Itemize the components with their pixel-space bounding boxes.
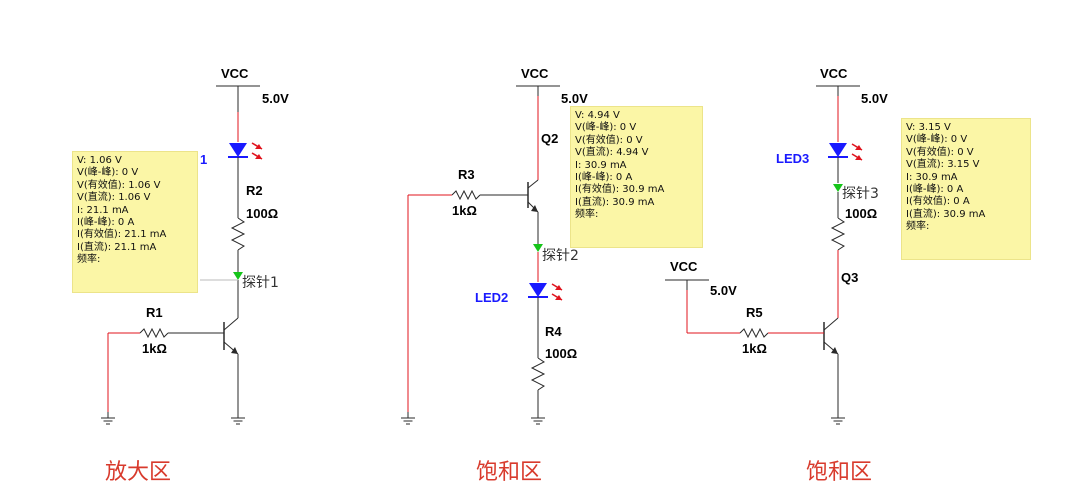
caption-3: 饱和区 (806, 460, 873, 485)
ground-icon (530, 411, 546, 425)
probe-3-line: V(峰-峰): 0 V (906, 134, 968, 146)
probe-1-line: I: 21.1 mA (77, 204, 129, 216)
probe-1-line: V(峰-峰): 0 V (77, 167, 139, 179)
probe-2-line: V(有效值): 0 V (575, 134, 643, 146)
ground-icon (400, 411, 416, 425)
led-1-label: 1 (200, 152, 208, 167)
probe-3-line: I: 30.9 mA (906, 171, 958, 183)
probe-2-marker (533, 244, 543, 252)
probe-3-line: 频率: (906, 221, 930, 233)
q3-label: Q3 (841, 270, 859, 285)
transistor-q1 (223, 317, 239, 355)
vcc-label-1: VCC (221, 66, 249, 81)
led-3-light-icon (851, 143, 863, 161)
led-2-label: LED2 (475, 290, 509, 305)
probe-3-line: I(直流): 30.9 mA (906, 208, 986, 220)
resistor-r3 (451, 189, 481, 201)
r2-name-1: R2 (246, 183, 263, 198)
probe-2-line: I: 30.9 mA (575, 159, 627, 171)
transistor-q3 (823, 317, 839, 355)
led-3-symbol (828, 143, 863, 161)
probe-3-readout: V: 3.15 V V(峰-峰): 0 V V(有效值): 0 V V(直流):… (901, 118, 1031, 260)
probe-3-line: I(峰-峰): 0 A (906, 184, 964, 196)
resistor-r5 (739, 327, 769, 339)
probe-1-line: V(直流): 1.06 V (77, 192, 151, 204)
probe-2-line: V(峰-峰): 0 V (575, 122, 637, 134)
probe-1-line: V(有效值): 1.06 V (77, 179, 161, 191)
q2-label: Q2 (541, 131, 559, 146)
r4-value: 100Ω (545, 346, 578, 361)
probe-2-line: I(直流): 30.9 mA (575, 196, 655, 208)
probe-1-line: I(直流): 21.1 mA (77, 241, 157, 253)
vcc-label-2: VCC (521, 66, 549, 81)
r2-value-1: 100Ω (246, 206, 279, 221)
vcc-value-3: 5.0V (861, 91, 888, 106)
base-vcc-value: 5.0V (710, 283, 737, 298)
resistor-r4 (530, 357, 546, 391)
caption-2: 饱和区 (476, 460, 543, 485)
probe-2-readout: V: 4.94 V V(峰-峰): 0 V V(有效值): 0 V V(直流):… (570, 106, 703, 248)
caption-1: 放大区 (105, 460, 172, 485)
probe-2-label: 探针2 (542, 248, 579, 264)
ground-icon (230, 411, 246, 425)
transistor-q2 (527, 179, 539, 213)
resistor-r1 (139, 327, 169, 339)
r5-value: 1kΩ (742, 341, 767, 356)
r4-name: R4 (545, 324, 562, 339)
vcc-label-3: VCC (820, 66, 848, 81)
led-1-light-icon (251, 142, 263, 160)
probe-2-line: V: 4.94 V (575, 110, 620, 121)
probe-2-line: I(峰-峰): 0 A (575, 172, 633, 184)
probe-3-line: V: 3.15 V (906, 122, 951, 133)
r1-value: 1kΩ (142, 341, 167, 356)
probe-1-line: I(有效值): 21.1 mA (77, 229, 167, 241)
r1-name: R1 (146, 305, 163, 320)
probe-2-line: I(有效值): 30.9 mA (575, 184, 665, 196)
r3-name: R3 (458, 167, 475, 182)
resistor-r2-1 (230, 217, 246, 251)
probe-3-line: V(有效值): 0 V (906, 146, 974, 158)
probe-3-line: V(直流): 3.15 V (906, 159, 980, 171)
probe-1-line: 频率: (77, 254, 101, 266)
probe-1-marker (233, 272, 243, 280)
probe-2-line: V(直流): 4.94 V (575, 147, 649, 159)
r2-value-3: 100Ω (845, 206, 878, 221)
probe-3-line: I(有效值): 0 A (906, 196, 970, 208)
probe-1-label: 探针1 (242, 275, 279, 291)
probe-3-label: 探针3 (842, 186, 879, 202)
circuit-1 (100, 85, 263, 425)
resistor-r2-3 (830, 217, 846, 251)
led-2-symbol (528, 283, 563, 301)
probe-2-line: 频率: (575, 209, 599, 221)
led-3-label: LED3 (776, 151, 810, 166)
ground-icon (830, 411, 846, 425)
probe-1-line: V: 1.06 V (77, 155, 122, 166)
base-vcc-label: VCC (670, 259, 698, 274)
ground-icon (100, 411, 116, 425)
probe-1-line: I(峰-峰): 0 A (77, 217, 135, 229)
vcc-value-1: 5.0V (262, 91, 289, 106)
vcc-value-2: 5.0V (561, 91, 588, 106)
probe-3-marker (833, 184, 843, 192)
led-2-light-icon (551, 283, 563, 301)
r3-value: 1kΩ (452, 203, 477, 218)
circuit-3 (665, 85, 863, 425)
probe-1-readout: V: 1.06 V V(峰-峰): 0 V V(有效值): 1.06 V V(直… (72, 151, 198, 293)
led-1-symbol (228, 142, 263, 160)
r5-name: R5 (746, 305, 763, 320)
circuit-2 (400, 85, 563, 425)
